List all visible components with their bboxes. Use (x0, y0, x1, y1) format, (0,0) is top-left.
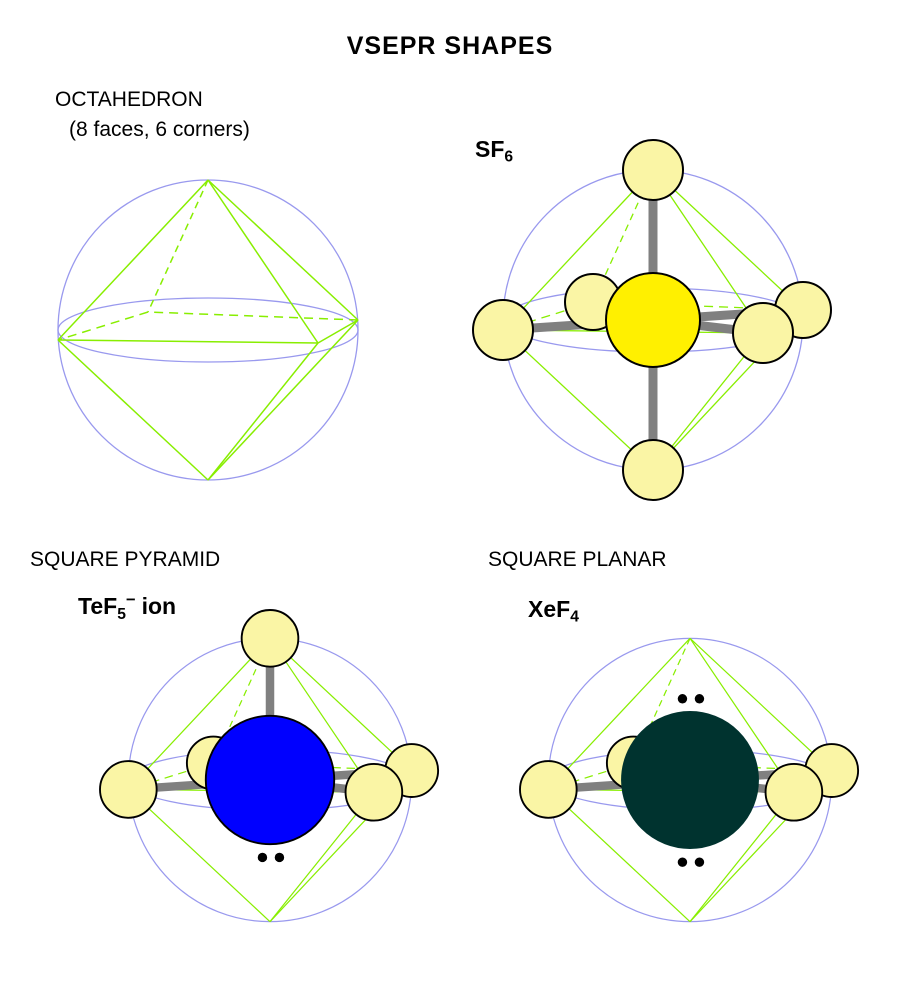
xef4-diagram (519, 637, 860, 923)
central-atom (621, 711, 759, 849)
square-pyramid-label: SQUARE PYRAMID (30, 548, 221, 571)
octahedron-name: OCTAHEDRON (55, 88, 203, 111)
octahedron-diagram (57, 179, 359, 481)
equatorial-ellipse (57, 297, 359, 363)
panel-sf6: SF6 (455, 118, 855, 518)
square-planar-label: SQUARE PLANAR (488, 548, 667, 571)
tef5-formula-base: TeF (78, 593, 118, 620)
octahedron-detail: (8 faces, 6 corners) (69, 118, 250, 141)
ligand-atom (519, 760, 578, 819)
sphere-outline (57, 179, 359, 481)
ligand-atom (344, 763, 404, 822)
ligand-atom (622, 139, 684, 201)
lone-pair-bottom (677, 857, 705, 867)
ligand-atom (622, 439, 684, 501)
xef4-formula: XeF4 (528, 596, 579, 627)
panel-square-planar: SQUARE PLANAR XeF4 (470, 548, 890, 968)
sf6-diagram (472, 139, 832, 501)
ligand-atom (732, 302, 794, 364)
xef4-formula-subscript: 4 (570, 608, 579, 626)
lone-pair-top (677, 694, 705, 704)
tef5-formula: TeF5−ion (78, 590, 176, 624)
ligand-atom (764, 763, 824, 822)
tef5-diagram (99, 609, 440, 923)
panel-square-pyramid: SQUARE PYRAMID TeF5−ion (20, 548, 440, 968)
central-atom (204, 714, 336, 846)
panel-octahedron: OCTAHEDRON (8 faces, 6 corners) (55, 88, 415, 508)
ligand-atom (240, 609, 300, 668)
page-title: VSEPR SHAPES (346, 32, 554, 60)
tef5-formula-charge: − (125, 590, 136, 609)
central-atom (605, 272, 701, 368)
tef5-ion-word: ion (141, 593, 177, 620)
lone-pair-bottom (257, 852, 285, 863)
ligand-atom (472, 299, 534, 361)
xef4-formula-base: XeF (528, 596, 571, 622)
ligand-atom (99, 760, 158, 819)
sf6-formula-base: SF (475, 136, 505, 162)
sf6-formula-subscript: 6 (504, 148, 514, 166)
tef5-formula-subscript: 5 (117, 605, 126, 623)
sf6-formula: SF6 (475, 136, 513, 167)
octahedron-wireframe (57, 179, 359, 481)
